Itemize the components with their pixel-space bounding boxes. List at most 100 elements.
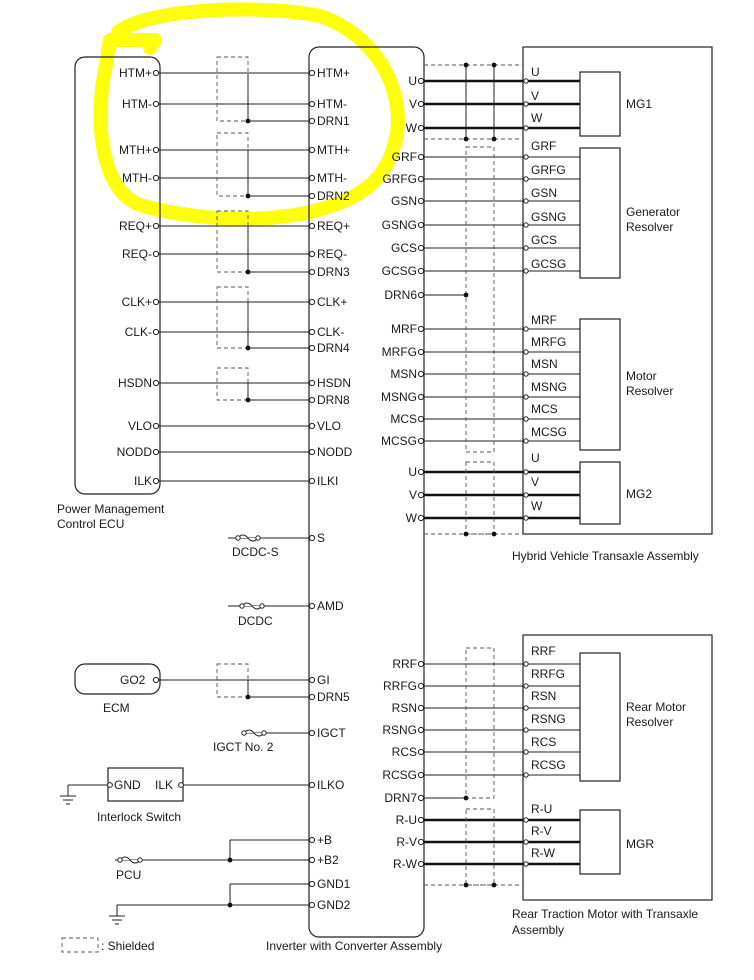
transaxle-pin: [523, 176, 529, 182]
rear-title-2: Assembly: [512, 923, 564, 937]
inverter-right-pin: [417, 124, 425, 132]
transaxle-pin-label: MRFG: [531, 335, 566, 349]
dcdc-s-source: DCDC-S: [228, 534, 309, 559]
transaxle-pin: [523, 469, 529, 475]
dcdc-s-label: DCDC-S: [232, 545, 279, 559]
inverter-left-pin: [308, 268, 316, 276]
motor-resolver-box: [579, 318, 621, 451]
inverter-left-pin-label: +B2: [317, 853, 339, 867]
ecu-pin-label: REQ-: [122, 247, 152, 261]
pcu-source: PCU: [115, 839, 309, 882]
inverter-right-pin-label: RSN: [392, 701, 417, 715]
rear-resolver-2: Resolver: [626, 715, 673, 729]
shield-htm: [216, 56, 249, 122]
shield-resolvers: [465, 146, 495, 453]
dcdc-label: DCDC: [238, 614, 273, 628]
inverter-right-pin: [417, 437, 425, 445]
inverter-left-pin-label: CLK+: [317, 295, 347, 309]
inverter-right-pin: [417, 771, 425, 779]
ecu-pin-label: MTH-: [122, 171, 152, 185]
highlight-annotation: [93, 2, 405, 226]
ecu-title-2: Control ECU: [57, 517, 124, 531]
transaxle-pin-label: GSNG: [531, 210, 566, 224]
transaxle-pin-label: W: [531, 499, 543, 513]
igct-source: IGCT No. 2: [213, 729, 309, 754]
ecu-pins: HTM+HTM-MTH+MTH-REQ+REQ-CLK+CLK-HSDNVLON…: [117, 66, 160, 488]
transaxle-pin: [523, 154, 529, 160]
shield-mth: [216, 132, 249, 197]
ecu-inverter-wires: [159, 72, 309, 482]
inverter-left-pins: HTM+HTM-DRN1MTH+MTH-DRN2REQ+REQ-DRN3CLK+…: [308, 66, 353, 912]
shield-rear-resolver: [465, 647, 495, 799]
transaxle-pin-label: GRFG: [531, 163, 566, 177]
transaxle-pin-label: MCSG: [531, 425, 567, 439]
inverter-left-pin-label: IGCT: [317, 726, 346, 740]
inverter-left-pin: [308, 117, 316, 125]
inverter-right-pin-label: GCSG: [382, 264, 417, 278]
inverter-right-pin-label: U: [408, 465, 417, 479]
ecu-pin-label: HTM+: [119, 66, 152, 80]
ecu-pin: [152, 448, 160, 456]
inverter-right-pin-label: U: [408, 74, 417, 88]
ecu-pin: [152, 100, 160, 108]
drain-lines: [245, 74, 309, 403]
rear-resolver-1: Rear Motor: [626, 700, 686, 714]
inverter-right-pin-label: W: [406, 121, 418, 135]
shield-clk: [216, 286, 249, 349]
inverter-left-pin-label: DRN2: [317, 189, 350, 203]
inverter-right-pin-label: R-V: [396, 835, 417, 849]
rear-pin: [523, 661, 529, 667]
inverter-left-pin: [308, 534, 316, 542]
ecm-pin-label: GO2: [120, 673, 146, 687]
inverter-left-pin-label: CLK-: [317, 325, 344, 339]
inverter-right-pin-label: MRFG: [382, 345, 417, 359]
transaxle-pins: UVWGRFGRFGGSNGSNGGCSGCSGMRFMRFGMSNMSNGMC…: [523, 65, 567, 521]
inverter-left-pin-label: REQ+: [317, 219, 350, 233]
inverter-right-pin-label: GRFG: [382, 172, 417, 186]
inverter-right-pin-label: DRN6: [384, 288, 417, 302]
ecu-pin: [152, 250, 160, 258]
transaxle-pin-label: U: [531, 451, 540, 465]
inverter-right-pin: [417, 860, 425, 868]
inverter-right-pin-label: DRN7: [384, 791, 417, 805]
ecu-pin: [152, 328, 160, 336]
inverter-left-pin: [308, 344, 316, 352]
ecm-title: ECM: [103, 701, 130, 715]
ecu-pin-label: HSDN: [118, 376, 152, 390]
rear-pin: [523, 817, 529, 823]
inverter-right-pin-label: GRF: [392, 150, 417, 164]
inverter-right-pin: [417, 794, 425, 802]
rear-pin-label: RSN: [531, 689, 556, 703]
ground: [109, 883, 309, 925]
rear-pin-label: RCS: [531, 735, 556, 749]
mg1-box: [579, 71, 621, 137]
ecu-pin: [152, 69, 160, 77]
inverter-left-pin-label: DRN4: [317, 341, 350, 355]
inverter-left-pin-label: GND1: [317, 877, 351, 891]
shield-req: [216, 210, 249, 273]
inverter-right-pin: [417, 153, 425, 161]
inverter-right-pin: [417, 660, 425, 668]
transaxle-pin-label: GCSG: [531, 257, 566, 271]
inverter-right-pin-label: MRF: [391, 322, 417, 336]
ecu-pin: [152, 379, 160, 387]
rear-pin: [523, 861, 529, 867]
rear-title-1: Rear Traction Motor with Transaxle: [512, 907, 698, 921]
inverter-left-pin: [308, 222, 316, 230]
rear-pin: [523, 772, 529, 778]
transaxle-pin-label: V: [531, 475, 539, 489]
inverter-right-pin-label: RCSG: [382, 768, 417, 782]
rear-pin-label: R-V: [531, 824, 552, 838]
interlock-gnd: GND: [114, 778, 141, 792]
rear-pin: [523, 839, 529, 845]
inverter-right-pin: [417, 100, 425, 108]
inverter-left-pin: [308, 676, 316, 684]
inverter-right-pin: [417, 221, 425, 229]
transaxle-pin: [523, 125, 529, 131]
shield-mgr: [465, 808, 495, 886]
inverter-right-pin-label: MCSG: [381, 434, 417, 448]
inverter-left-pin-label: HTM+: [317, 66, 350, 80]
ecu-pin-label: HTM-: [122, 97, 152, 111]
inverter-left-pin-label: ILKO: [317, 778, 344, 792]
